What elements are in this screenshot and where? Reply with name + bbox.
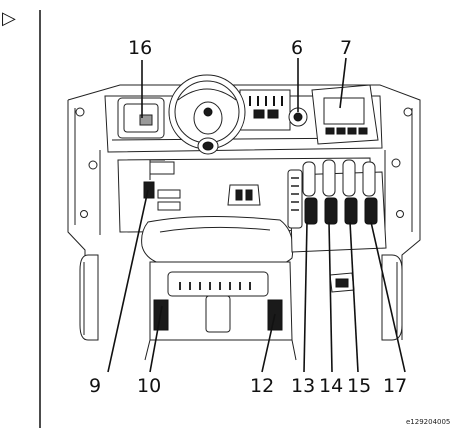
key-switch: [288, 107, 308, 127]
callout-12: 12: [250, 375, 274, 397]
figure-code: e129204005: [406, 418, 450, 426]
right-wheel: [381, 254, 403, 341]
lever-15: [342, 159, 358, 225]
callout-7: 7: [340, 37, 352, 59]
steering-wheel: [168, 74, 246, 155]
callout-6: 6: [291, 37, 303, 59]
lever-14: [322, 159, 338, 225]
brake-pedal: [227, 184, 261, 206]
chassis-outline: [67, 84, 421, 340]
lever-13: [302, 161, 318, 225]
callout-9: 9: [89, 375, 101, 397]
callout-16: 16: [128, 37, 152, 59]
callout-13: 13: [291, 375, 315, 397]
leader-lines: [107, 57, 406, 373]
callout-15: 15: [347, 375, 371, 397]
storage-box: [329, 272, 355, 293]
callout-14: 14: [319, 375, 343, 397]
callout-17: 17: [383, 375, 407, 397]
section-marker: ▷: [2, 8, 16, 29]
lever-17: [362, 161, 378, 225]
side-lever: [143, 159, 181, 211]
callout-10: 10: [137, 375, 161, 397]
operator-seat: [141, 215, 297, 361]
left-wheel: [79, 254, 99, 341]
display-unit: [311, 84, 379, 145]
